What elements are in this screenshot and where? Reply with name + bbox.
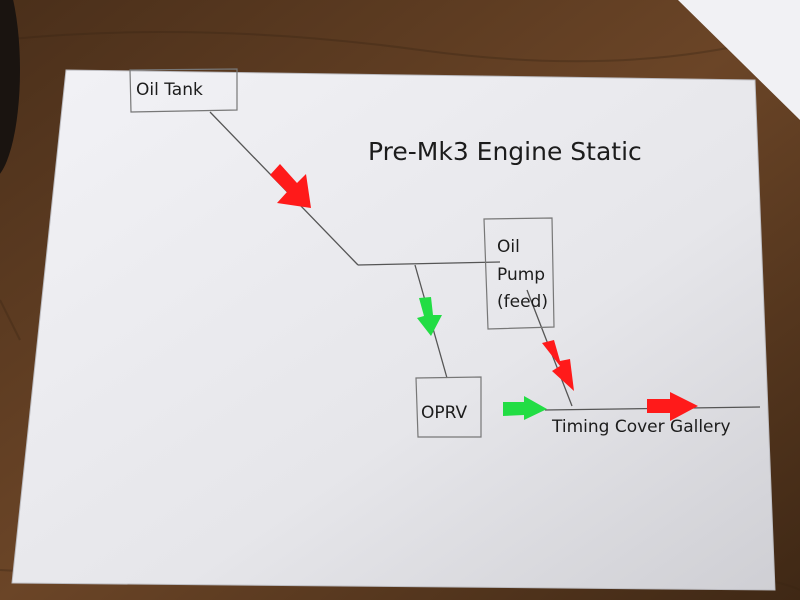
green-arrow-icon	[503, 396, 547, 420]
oil-tank-box	[129, 68, 238, 113]
oprv-box	[415, 376, 482, 438]
oprv-label: OPRV	[421, 403, 468, 423]
background-sheet	[678, 0, 800, 120]
timing-cover-gallery-label: Timing Cover Gallery	[551, 417, 731, 437]
component-boxes	[129, 68, 555, 438]
dark-object	[0, 0, 20, 174]
oil-pump-box	[483, 217, 555, 330]
red-arrow-icon	[542, 340, 574, 391]
oil-tank-label: Oil Tank	[136, 80, 203, 100]
oil-pump-label-line2: Pump	[497, 265, 545, 285]
green-arrow-icon	[417, 297, 442, 336]
red-arrow-icon	[270, 164, 311, 208]
oil-pump-label-line1: Oil	[497, 237, 520, 257]
paper-sheet	[11, 69, 776, 591]
horizontal-feed-line	[357, 261, 501, 266]
oil-pump-label-line3: (feed)	[497, 292, 548, 312]
diagram-title: Pre-Mk3 Engine Static	[368, 137, 642, 166]
red-arrow-icon	[647, 392, 698, 421]
